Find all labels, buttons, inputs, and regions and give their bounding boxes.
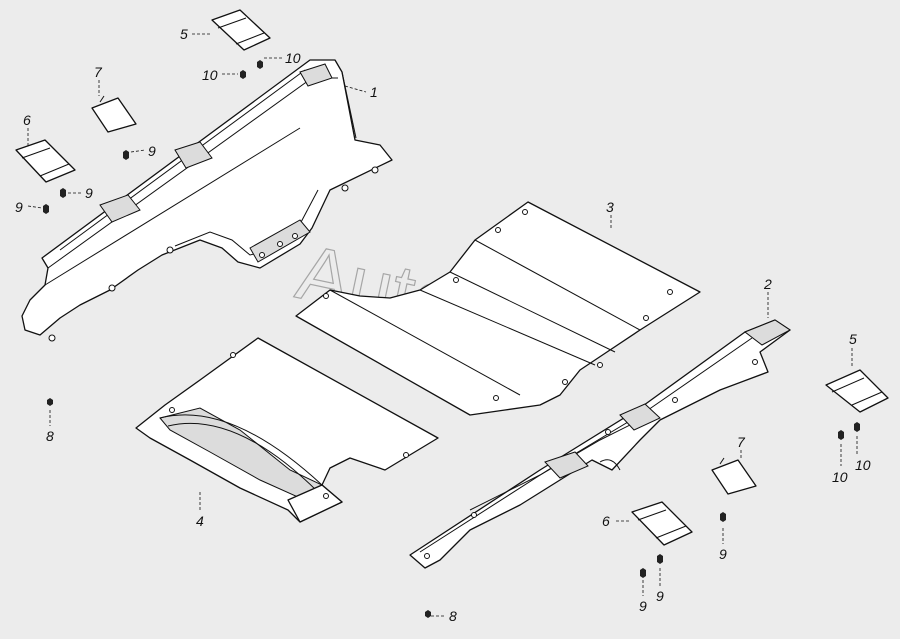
part-6-left xyxy=(15,139,76,183)
label-5-top: 5 xyxy=(180,26,188,42)
label-10-c: 10 xyxy=(832,469,848,485)
label-1: 1 xyxy=(370,84,378,100)
leader-lines xyxy=(27,33,858,617)
label-10-d: 10 xyxy=(855,457,871,473)
label-9-f: 9 xyxy=(656,588,664,604)
callout-labels: 5 1 7 6 9 9 9 10 10 3 2 5 4 7 6 8 8 9 9 … xyxy=(15,26,871,624)
label-10-b: 10 xyxy=(202,67,218,83)
label-6-right: 6 xyxy=(602,513,610,529)
label-8-bottom: 8 xyxy=(449,608,457,624)
label-5-right: 5 xyxy=(849,331,857,347)
label-3: 3 xyxy=(606,199,614,215)
label-8-left: 8 xyxy=(46,428,54,444)
label-9-b: 9 xyxy=(85,185,93,201)
label-9-e: 9 xyxy=(639,598,647,614)
label-9-a: 9 xyxy=(148,143,156,159)
part-1-bracket xyxy=(21,59,393,342)
label-6-left: 6 xyxy=(23,112,31,128)
part-4-plate xyxy=(135,337,439,523)
label-7-right: 7 xyxy=(737,434,746,450)
label-2: 2 xyxy=(763,276,772,292)
part-6-right xyxy=(631,501,693,546)
fasteners xyxy=(43,60,860,618)
part-7-left xyxy=(91,95,137,133)
label-7-left: 7 xyxy=(94,64,103,80)
part-2-bracket xyxy=(409,319,791,569)
label-9-d: 9 xyxy=(719,546,727,562)
part-5-top xyxy=(211,9,271,51)
part-3-plate xyxy=(295,201,701,416)
part-7-right xyxy=(711,457,757,495)
label-9-c: 9 xyxy=(15,199,23,215)
part-5-right xyxy=(825,369,889,413)
label-10-a: 10 xyxy=(285,50,301,66)
label-4: 4 xyxy=(196,513,204,529)
